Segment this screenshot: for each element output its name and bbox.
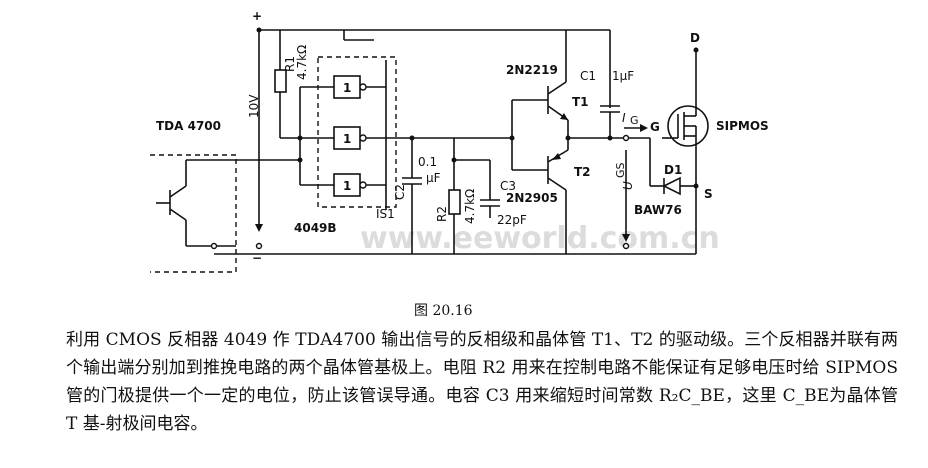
arrow-icon	[255, 224, 263, 232]
inverter-gate-3: 1	[333, 173, 367, 197]
figure-caption: 图 20.16	[414, 303, 473, 319]
plus-terminal: +	[252, 9, 262, 23]
arrow-icon	[640, 124, 648, 132]
c1-label: C1	[580, 69, 596, 83]
gate-label: 1	[343, 81, 351, 95]
figure-description: 利用 CMOS 反相器 4049 作 TDA4700 输出信号的反相级和晶体管 …	[66, 326, 898, 438]
output-node	[565, 105, 650, 141]
capacitor-c3	[480, 160, 500, 218]
gate-terminal-label: G	[650, 120, 660, 134]
capacitor-c2	[402, 135, 422, 254]
ic-label: IS1	[376, 207, 395, 221]
ugs-terminal	[622, 134, 630, 142]
r1-label: R1	[283, 56, 297, 72]
t2-label: T2	[574, 165, 591, 179]
supply-rail	[236, 27, 611, 230]
t1-label: T1	[572, 95, 589, 109]
minus-terminal: −	[252, 251, 262, 265]
d1-label: D1	[664, 163, 682, 177]
mosfet-sipmos	[662, 47, 709, 186]
ugs-sub: GS	[614, 162, 627, 178]
r1-value: 4.7kΩ	[295, 45, 309, 80]
supply-voltage-label: 10V	[247, 94, 261, 118]
c2-label: C2	[393, 184, 407, 200]
source-label: S	[704, 187, 713, 201]
inverter-gate-2: 1	[333, 126, 367, 150]
t2-part: 2N2905	[506, 191, 558, 205]
inverter-wiring	[280, 30, 454, 210]
c2-value-a: 0.1	[418, 155, 437, 169]
d1-part: BAW76	[634, 203, 682, 217]
tda4700-box	[150, 154, 237, 273]
ground-rail	[210, 186, 697, 255]
c2-value-b: μF	[426, 171, 441, 185]
gate-label: 1	[343, 132, 351, 146]
ig-sub: G	[630, 114, 639, 127]
ic-4049-box	[317, 56, 397, 208]
c3-value: 22pF	[497, 213, 527, 227]
drain-label: D	[690, 31, 700, 45]
arrow-icon	[622, 234, 630, 242]
transistor-t1	[547, 30, 569, 138]
diode-d1	[649, 138, 699, 196]
watermark: www.eeworld.com.cn	[360, 221, 720, 256]
tda4700-label: TDA 4700	[156, 119, 221, 133]
ic-part-label: 4049B	[294, 221, 337, 235]
ugs-label: U	[621, 181, 635, 190]
r2-value: 4.7kΩ	[463, 189, 477, 224]
ig-label: I	[622, 111, 626, 125]
c3-label: C3	[500, 179, 516, 193]
transistor-t2	[547, 138, 569, 254]
base-drive-wiring	[454, 99, 548, 171]
c1-value: 1μF	[612, 69, 634, 83]
tda-output-transistor	[156, 159, 236, 247]
sipmos-label: SIPMOS	[716, 119, 769, 133]
resistor-r2	[448, 138, 490, 254]
t1-part: 2N2219	[506, 63, 558, 77]
r2-label: R2	[435, 206, 449, 222]
gate-label: 1	[343, 179, 351, 193]
inverter-gate-1: 1	[333, 75, 367, 99]
description-text: 利用 CMOS 反相器 4049 作 TDA4700 输出信号的反相级和晶体管 …	[66, 330, 898, 434]
resistor-r1	[274, 30, 287, 138]
circuit-schematic: www.eeworld.com.cn TDA 4700 + − 10V R1 4…	[150, 9, 769, 273]
